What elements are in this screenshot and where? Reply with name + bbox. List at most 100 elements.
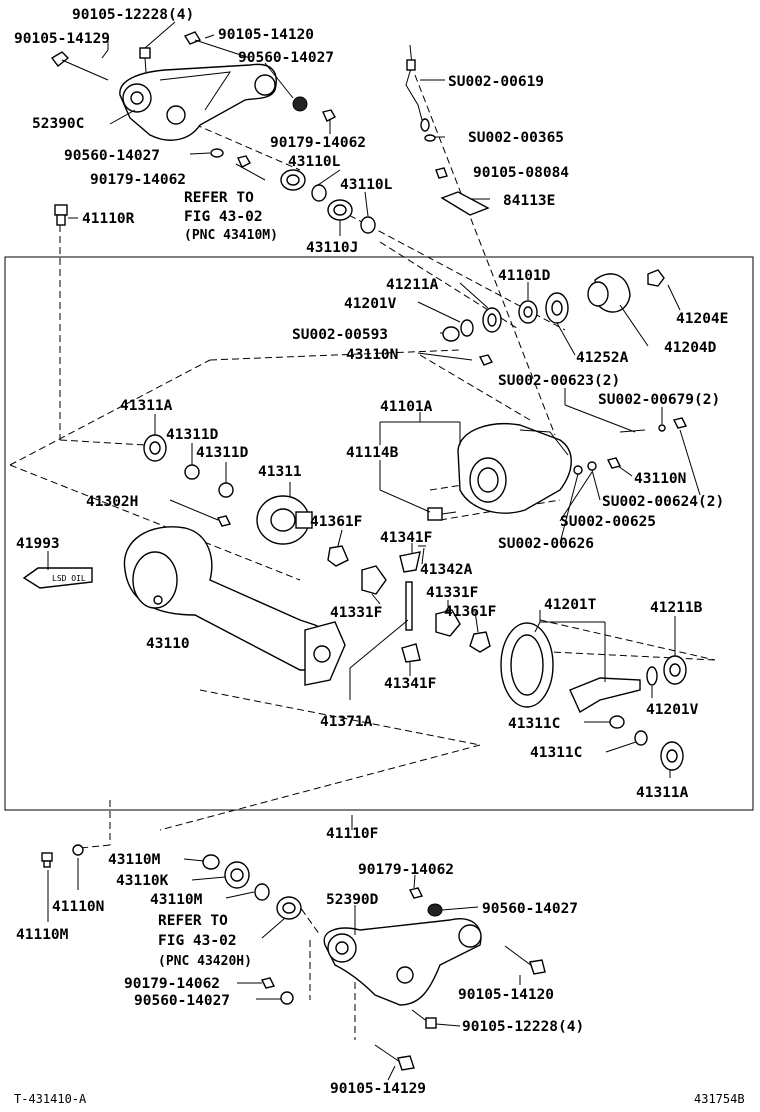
plate-41993[interactable]: LSD OIL xyxy=(22,567,93,589)
label-90560-14027-bl[interactable]: 90560-14027 xyxy=(134,993,230,1009)
deflector-41252a[interactable] xyxy=(545,292,569,324)
axle-housing-43110[interactable] xyxy=(123,526,346,686)
label-41302h[interactable]: 41302H xyxy=(86,494,138,510)
label-84113e[interactable]: 84113E xyxy=(503,193,555,209)
label-90560-14027-l[interactable]: 90560-14027 xyxy=(64,148,160,164)
spacer-su002-00593[interactable] xyxy=(442,326,460,342)
label-41204d[interactable]: 41204D xyxy=(664,340,717,356)
label-41311c-2[interactable]: 41311C xyxy=(530,745,582,761)
gear-41331f-2[interactable] xyxy=(435,609,461,637)
label-41993[interactable]: 41993 xyxy=(16,536,60,552)
label-43110m-1[interactable]: 43110M xyxy=(108,852,161,868)
label-90105-14129-top[interactable]: 90105-14129 xyxy=(14,31,110,47)
label-su002-00626[interactable]: SU002-00626 xyxy=(498,536,594,552)
label-52390c[interactable]: 52390C xyxy=(32,116,84,132)
diff-case-41311[interactable] xyxy=(256,495,313,545)
label-41341f-2[interactable]: 41341F xyxy=(384,676,436,692)
label-90179-14062-mid[interactable]: 90179-14062 xyxy=(270,135,366,151)
bracket-84113e[interactable] xyxy=(440,191,490,216)
shim-41311c-1[interactable] xyxy=(609,715,625,729)
washer-41201v-bot[interactable] xyxy=(646,666,658,686)
label-41311[interactable]: 41311 xyxy=(258,464,302,480)
label-90105-08084[interactable]: 90105-08084 xyxy=(473,165,569,181)
label-41110f[interactable]: 41110F xyxy=(326,826,378,842)
label-43110n-r[interactable]: 43110N xyxy=(634,471,686,487)
bolt-41114b[interactable] xyxy=(427,507,457,521)
washer-43110m-1[interactable] xyxy=(202,854,220,870)
label-41331f-2[interactable]: 41331F xyxy=(426,585,478,601)
label-41361f-2[interactable]: 41361F xyxy=(444,604,496,620)
label-90179-14062-b[interactable]: 90179-14062 xyxy=(358,862,454,878)
nut-su002-00624[interactable] xyxy=(672,417,688,429)
cushion-bot[interactable] xyxy=(276,896,302,920)
washer-43110l-2[interactable] xyxy=(360,216,376,234)
label-41341f-1[interactable]: 41341F xyxy=(380,530,432,546)
shaft-41371a[interactable] xyxy=(405,581,413,631)
bearing-41211b[interactable] xyxy=(663,655,687,685)
bolt-90105-12228-top[interactable] xyxy=(139,47,151,73)
bolt-43110n-r[interactable] xyxy=(606,457,622,469)
mount-bracket-52390c[interactable] xyxy=(119,63,277,141)
label-41311d-2[interactable]: 41311D xyxy=(196,445,249,461)
label-41201t[interactable]: 41201T xyxy=(544,597,597,613)
label-43110m-2[interactable]: 43110M xyxy=(150,892,203,908)
washer-90560-14027-tr[interactable] xyxy=(292,96,308,112)
bolt-90105-14129-top[interactable] xyxy=(50,51,109,81)
label-43110n-top[interactable]: 43110N xyxy=(346,347,398,363)
label-90560-14027-br[interactable]: 90560-14027 xyxy=(482,901,578,917)
label-43110[interactable]: 43110 xyxy=(146,636,190,652)
washer-su002-00626[interactable] xyxy=(573,465,583,475)
gasket-41110n[interactable] xyxy=(72,844,84,856)
bolt-90105-14120-top[interactable] xyxy=(183,31,251,59)
shim-41311d-1[interactable] xyxy=(184,464,200,480)
carrier-41101a[interactable] xyxy=(457,423,572,514)
washer-90560-14027-br[interactable] xyxy=(427,903,443,917)
bolt-90105-14129-bot[interactable] xyxy=(374,1044,415,1071)
mount-bracket-52390d[interactable] xyxy=(323,918,482,1006)
cushion-43110j[interactable] xyxy=(327,199,353,221)
oil-seal-41211a[interactable] xyxy=(482,307,502,333)
gasket-su002-00365[interactable] xyxy=(424,134,436,142)
label-41201v-top[interactable]: 41201V xyxy=(344,296,397,312)
pinion-41201t[interactable] xyxy=(569,677,641,714)
shim-41311d-2[interactable] xyxy=(218,482,234,498)
label-su002-00593[interactable]: SU002-00593 xyxy=(292,327,388,343)
label-41101d[interactable]: 41101D xyxy=(498,268,551,284)
label-90179-14062-l[interactable]: 90179-14062 xyxy=(90,172,186,188)
plug-41110r[interactable] xyxy=(54,204,68,226)
label-41114b[interactable]: 41114B xyxy=(346,445,399,461)
shim-41311c-2[interactable] xyxy=(634,730,648,746)
label-41101a[interactable]: 41101A xyxy=(380,399,433,415)
ring-gear-41201t[interactable] xyxy=(500,622,554,708)
label-41110n[interactable]: 41110N xyxy=(52,899,104,915)
label-90105-14120-top[interactable]: 90105-14120 xyxy=(218,27,314,43)
label-43110k[interactable]: 43110K xyxy=(116,873,169,889)
gear-41341f-1[interactable] xyxy=(399,551,421,573)
label-90105-12228-top[interactable]: 90105-12228(4) xyxy=(72,7,194,23)
nut-41204e[interactable] xyxy=(647,269,665,287)
label-su002-00619[interactable]: SU002-00619 xyxy=(448,74,544,90)
label-su002-00623[interactable]: SU002-00623(2) xyxy=(498,373,620,389)
label-43110j[interactable]: 43110J xyxy=(306,240,358,256)
gear-41331f-1[interactable] xyxy=(361,565,387,595)
label-su002-00679[interactable]: SU002-00679(2) xyxy=(598,392,720,408)
washer-43110l[interactable] xyxy=(311,184,327,202)
label-41342a[interactable]: 41342A xyxy=(420,562,473,578)
label-41311c-1[interactable]: 41311C xyxy=(508,716,560,732)
nut-90179-14062-l[interactable] xyxy=(237,155,251,168)
label-43110l-2[interactable]: 43110L xyxy=(340,177,393,193)
breather-hose-su002-00619[interactable] xyxy=(405,44,423,121)
washer-41361f-2[interactable] xyxy=(469,631,491,653)
label-41201v-bot[interactable]: 41201V xyxy=(646,702,699,718)
label-41331f-1[interactable]: 41331F xyxy=(330,605,382,621)
bolt-90105-12228-bot[interactable] xyxy=(411,1009,437,1029)
label-41361f-1[interactable]: 41361F xyxy=(310,514,362,530)
label-90105-14129-bot[interactable]: 90105-14129 xyxy=(330,1081,426,1097)
gear-41341f-2[interactable] xyxy=(401,643,421,663)
label-41110m[interactable]: 41110M xyxy=(16,927,69,943)
label-41311a-bot[interactable]: 41311A xyxy=(636,785,689,801)
label-su002-00624[interactable]: SU002-00624(2) xyxy=(602,494,724,510)
label-90560-14027-tr[interactable]: 90560-14027 xyxy=(238,50,334,66)
label-su002-00365[interactable]: SU002-00365 xyxy=(468,130,564,146)
bolt-90105-14120-bot[interactable] xyxy=(504,945,546,975)
